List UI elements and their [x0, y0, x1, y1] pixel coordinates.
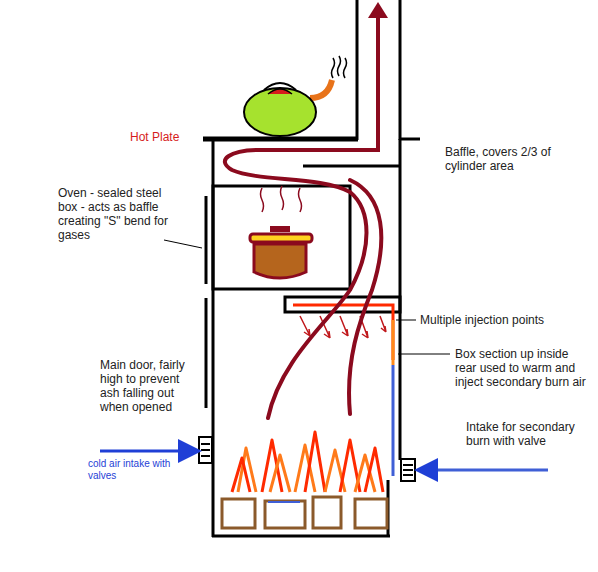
part-label: Oven - sealed steel box - acts as baffle… — [58, 186, 180, 242]
part-label: Hot Plate — [130, 130, 210, 144]
part-label: Intake for secondary burn with valve — [466, 420, 576, 448]
part-label: Box section up inside rear used to warm … — [455, 347, 593, 389]
part-label: Baffle, covers 2/3 of cylinder area — [445, 145, 580, 173]
part-label: Multiple injection points — [420, 313, 590, 327]
part-label: cold air intake with valves — [88, 458, 193, 482]
part-label: Main door, fairly high to prevent ash fa… — [100, 358, 200, 414]
